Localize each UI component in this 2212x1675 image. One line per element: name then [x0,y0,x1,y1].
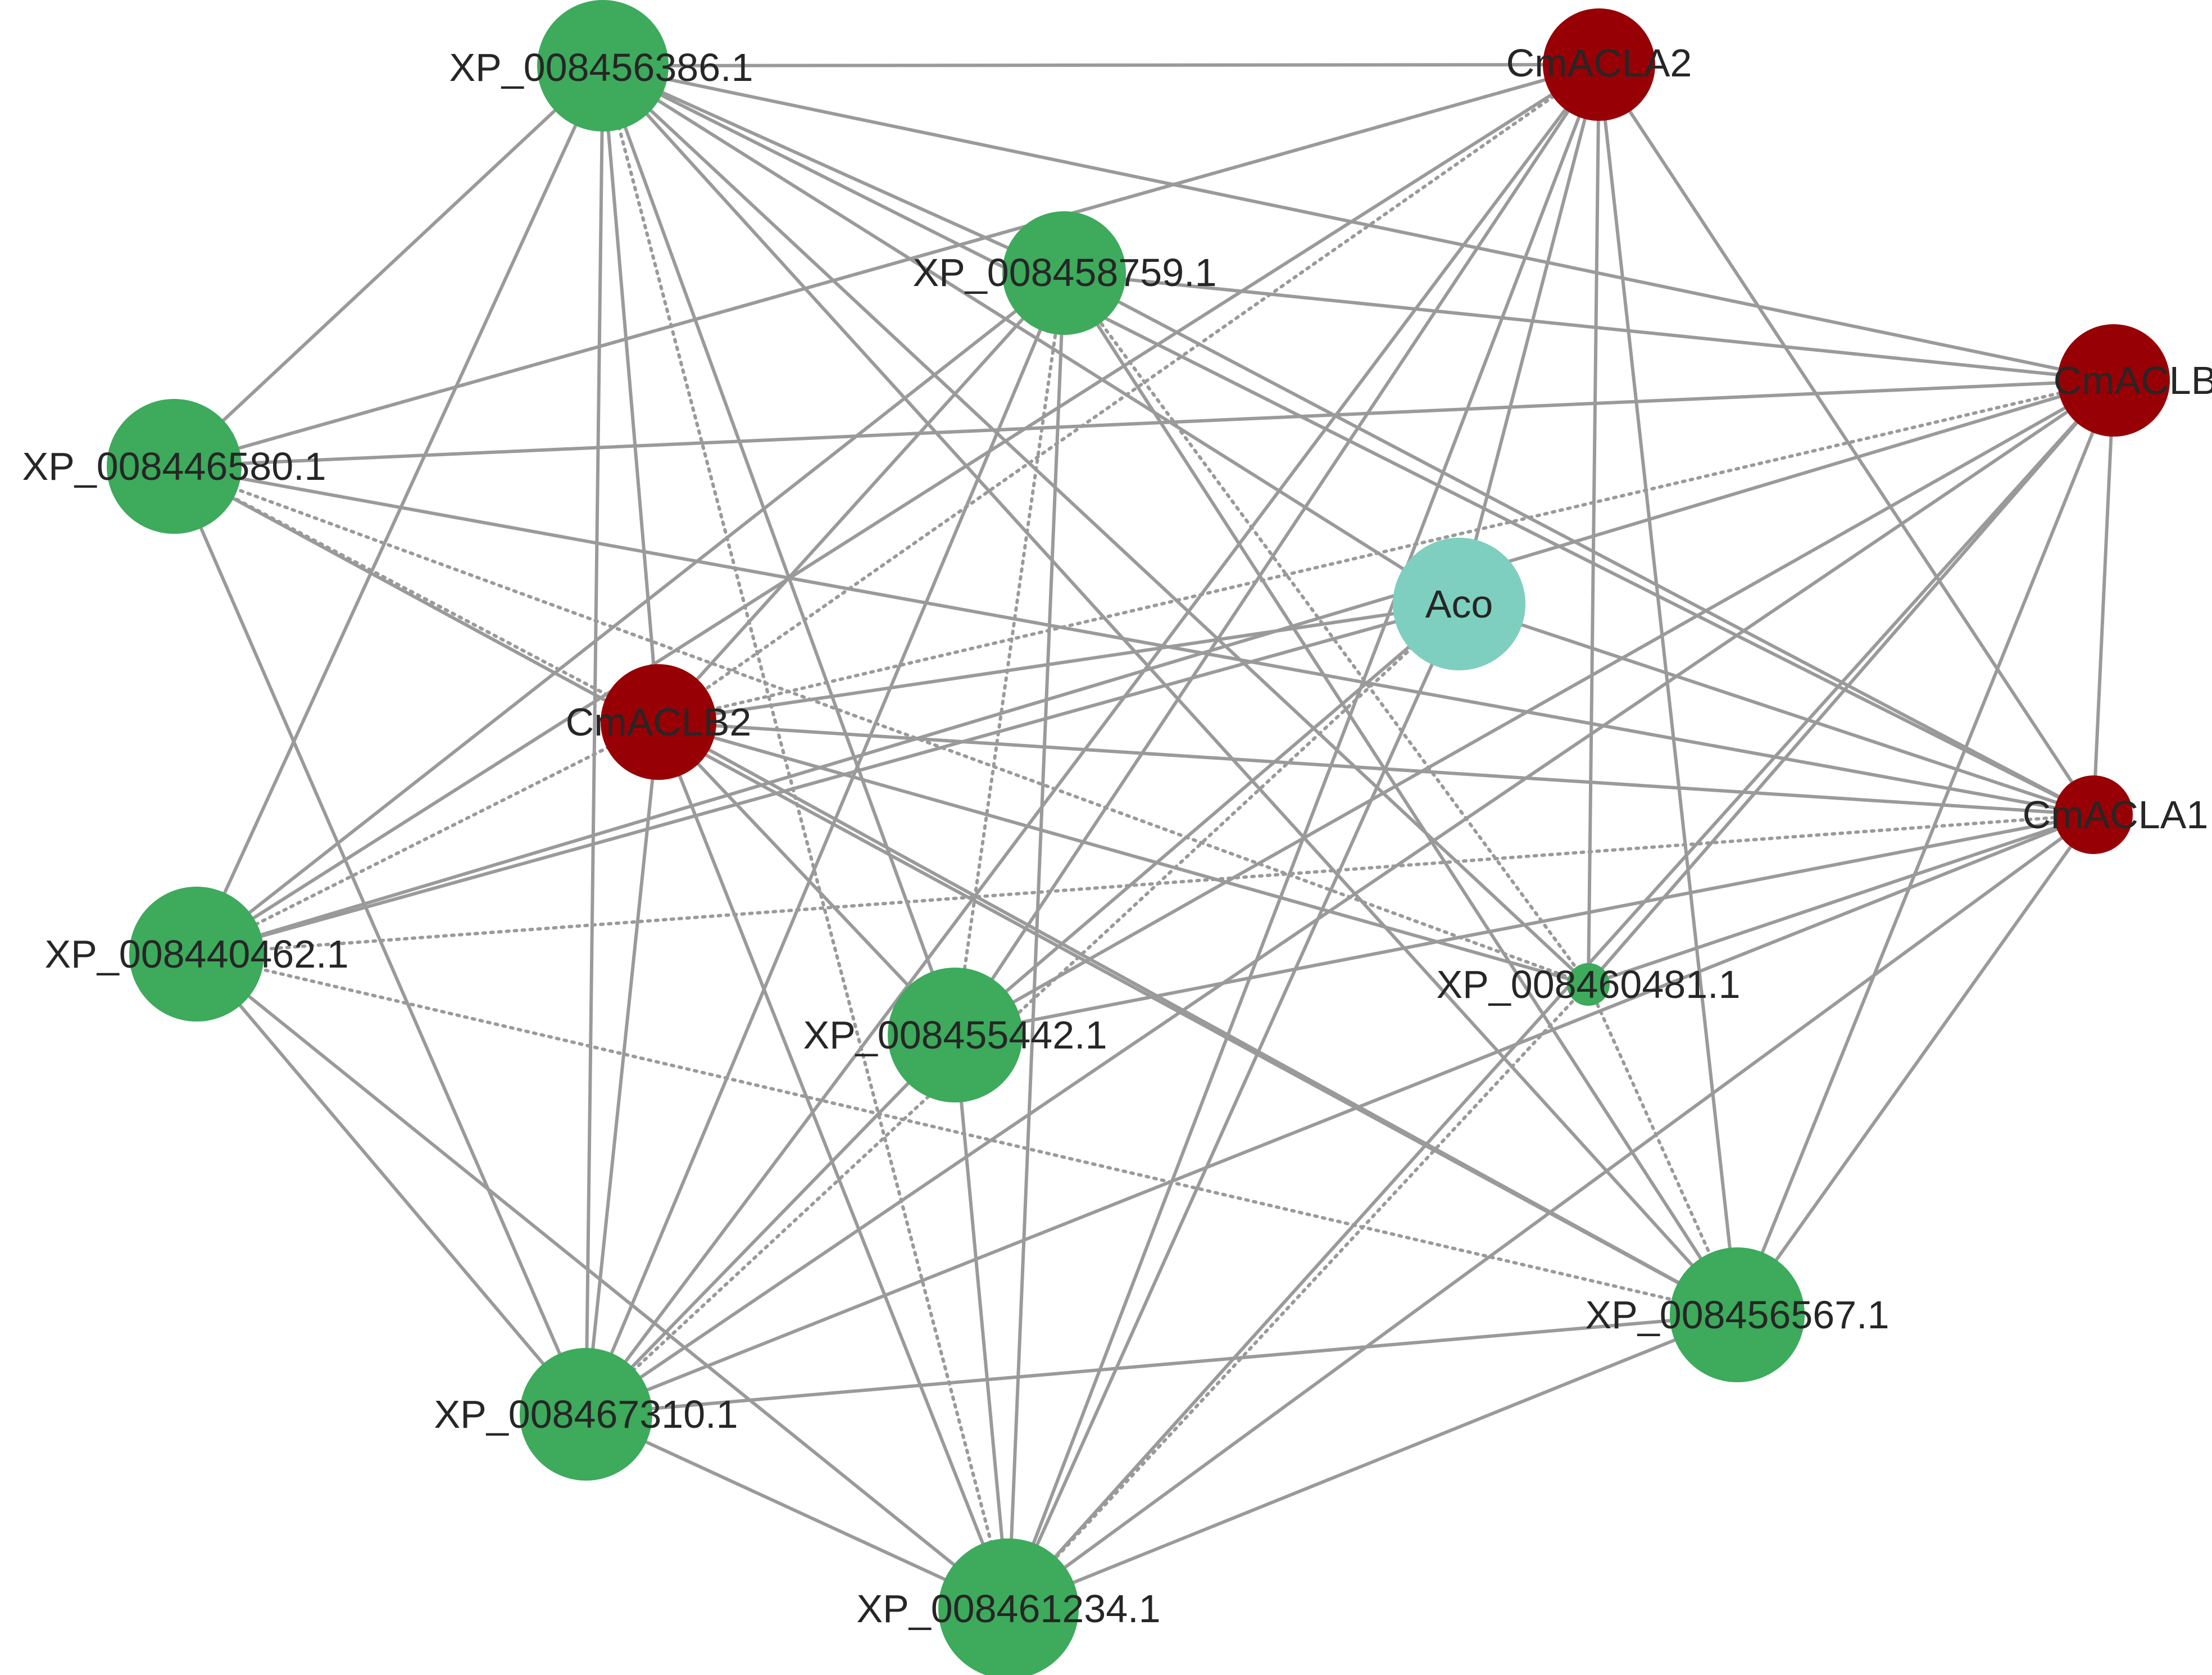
edge-XP_008458759.1-CmACLA1 [1062,271,2095,816]
node-XP_008458759.1 [1002,211,1126,335]
edge-XP_008456386.1-XP_008456567.1 [601,64,1739,1317]
node-label-CmACLB1: CmACLB1 [2054,358,2212,402]
edge-XP_008455442.1-Aco [953,602,1461,1037]
edge-XP_008456386.1-XP_008461234.1 [601,64,1010,1610]
edge-XP_008456386.1-XP_008440462.1 [195,64,605,956]
node-XP_008456386.1 [537,0,669,131]
node-XP_008440462.1 [129,887,264,1022]
edge-XP_008458759.1-CmACLB1 [1062,271,2115,382]
edge-CmACLB2-CmACLA1 [657,720,2095,816]
edge-CmACLB1-XP_008446580.1 [172,379,2115,468]
node-XP_008460481.1 [1567,963,1610,1006]
edge-CmACLB2-XP_008440462.1 [195,720,660,956]
edge-XP_008458759.1-CmACLB2 [657,271,1066,724]
edge-XP_008458759.1-XP_008467310.1 [584,271,1066,1416]
node-label-XP_008440462.1: XP_008440462.1 [44,932,348,976]
edge-CmACLB2-XP_008461234.1 [657,720,1010,1610]
edge-XP_008456386.1-XP_008455442.1 [601,64,957,1037]
edge-XP_008456386.1-XP_008446580.1 [172,64,605,468]
edge-CmACLB2-XP_008455442.1 [657,720,957,1037]
edges-layer [172,63,2115,1610]
edge-CmACLA1-XP_008467310.1 [584,813,2095,1416]
edge-CmACLA1-XP_008456567.1 [1736,813,2095,1317]
edge-CmACLA1-XP_008440462.1 [195,813,2095,956]
nodes-layer [107,0,2170,1675]
node-CmACLB1 [2057,324,2170,437]
edge-XP_008446580.1-CmACLA2 [172,63,1601,468]
node-label-CmACLA1: CmACLA1 [2023,793,2209,837]
edge-CmACLA2-XP_008467310.1 [584,63,1601,1416]
node-CmACLA1 [2054,775,2133,854]
edge-CmACLA2-XP_008455442.1 [953,63,1601,1037]
edge-CmACLB1-XP_008461234.1 [1007,379,2115,1610]
edge-CmACLB1-XP_008455442.1 [953,379,2115,1037]
edge-CmACLA1-XP_008455442.1 [953,813,2095,1037]
edge-CmACLA2-CmACLA1 [1597,63,2095,816]
edge-CmACLA2-CmACLB2 [657,63,1601,724]
node-label-XP_008458759.1: XP_008458759.1 [912,251,1216,294]
edge-XP_008456386.1-CmACLB2 [601,64,660,724]
edge-XP_008456386.1-XP_008467310.1 [584,64,605,1416]
edge-XP_008458759.1-XP_008461234.1 [1007,271,1066,1610]
node-XP_008446580.1 [107,399,242,534]
edge-CmACLB2-XP_008460481.1 [657,720,1590,986]
edge-XP_008460481.1-XP_008461234.1 [1007,983,1590,1610]
edge-XP_008440462.1-XP_008461234.1 [195,952,1010,1610]
edge-XP_008455442.1-XP_008467310.1 [584,1033,957,1416]
edge-XP_008467310.1-XP_008461234.1 [584,1413,1010,1610]
node-CmACLA2 [1543,8,1655,121]
edge-CmACLA2-XP_008456567.1 [1597,63,1739,1317]
edge-Aco-XP_008467310.1 [584,602,1461,1416]
edge-XP_008458759.1-XP_008460481.1 [1062,271,1590,986]
node-XP_008456567.1 [1670,1247,1805,1382]
edge-CmACLB2-XP_008467310.1 [584,720,660,1416]
edge-XP_008458759.1-XP_008455442.1 [953,271,1066,1037]
edge-CmACLA2-XP_008460481.1 [1587,63,1601,986]
node-label-XP_008456386.1: XP_008456386.1 [449,46,753,89]
edge-XP_008446580.1-CmACLB2 [172,465,660,724]
edge-CmACLB1-XP_008460481.1 [1587,379,2115,986]
node-label-CmACLA2: CmACLA2 [1506,41,1692,85]
edge-Aco-XP_008461234.1 [1007,602,1461,1610]
edge-XP_008446580.1-CmACLA1 [172,465,2095,816]
edge-XP_008456386.1-CmACLB1 [601,64,2115,382]
labels-layer: XP_008456386.1 CmACLA2XP_008458759.1CmACL… [22,41,2212,1631]
edge-CmACLA1-XP_008460481.1 [1587,813,2095,986]
node-label-Aco: Aco [1425,582,1493,626]
node-label-XP_008446580.1: XP_008446580.1 [22,444,326,488]
edge-Aco-XP_008440462.1 [195,602,1461,956]
node-CmACLB2 [601,664,716,780]
edge-CmACLA1-XP_008461234.1 [1007,813,2095,1610]
edge-XP_008455442.1-XP_008461234.1 [953,1033,1010,1610]
node-XP_008455442.1 [888,968,1023,1102]
edge-XP_008456386.1-XP_008458759.1 [601,64,1066,275]
edge-Aco-CmACLA1 [1457,602,2095,816]
edge-CmACLB1-XP_008440462.1 [195,379,2115,956]
node-label-XP_008461234.1: XP_008461234.1 [856,1587,1160,1631]
node-label-XP_008467310.1: XP_008467310.1 [434,1392,738,1436]
edge-CmACLB2-XP_008456567.1 [657,720,1739,1317]
node-label-XP_008456567.1: XP_008456567.1 [1585,1293,1889,1337]
node-Aco [1393,538,1525,670]
edge-XP_008456386.1-Aco [601,64,1461,606]
edge-CmACLA2-XP_008440462.1 [195,63,1601,956]
node-label-XP_008460481.1: XP_008460481.1 [1436,963,1740,1006]
edge-XP_008440462.1-XP_008467310.1 [195,952,588,1416]
node-label-XP_008455442.1: XP_008455442.1 [803,1013,1107,1057]
edge-XP_008458759.1-XP_008456567.1 [1062,271,1739,1317]
node-XP_008467310.1 [520,1348,652,1481]
edge-CmACLA2-Aco [1457,63,1601,606]
edge-CmACLB1-CmACLB2 [657,379,2115,724]
node-XP_008461234.1 [938,1538,1079,1675]
edge-XP_008456567.1-XP_008461234.1 [1007,1313,1739,1610]
edge-CmACLB1-CmACLA1 [2092,379,2115,816]
edge-Aco-CmACLB2 [657,602,1461,724]
node-label-CmACLB2: CmACLB2 [566,700,752,744]
edge-XP_008456567.1-XP_008467310.1 [584,1313,1739,1416]
edge-XP_008446580.1-XP_008460481.1 [172,465,1590,986]
edge-XP_008456567.1-XP_008460481.1 [1587,983,1739,1317]
edge-XP_008458759.1-XP_008440462.1 [195,271,1066,956]
edge-XP_008456386.1-CmACLA2 [601,63,1601,67]
